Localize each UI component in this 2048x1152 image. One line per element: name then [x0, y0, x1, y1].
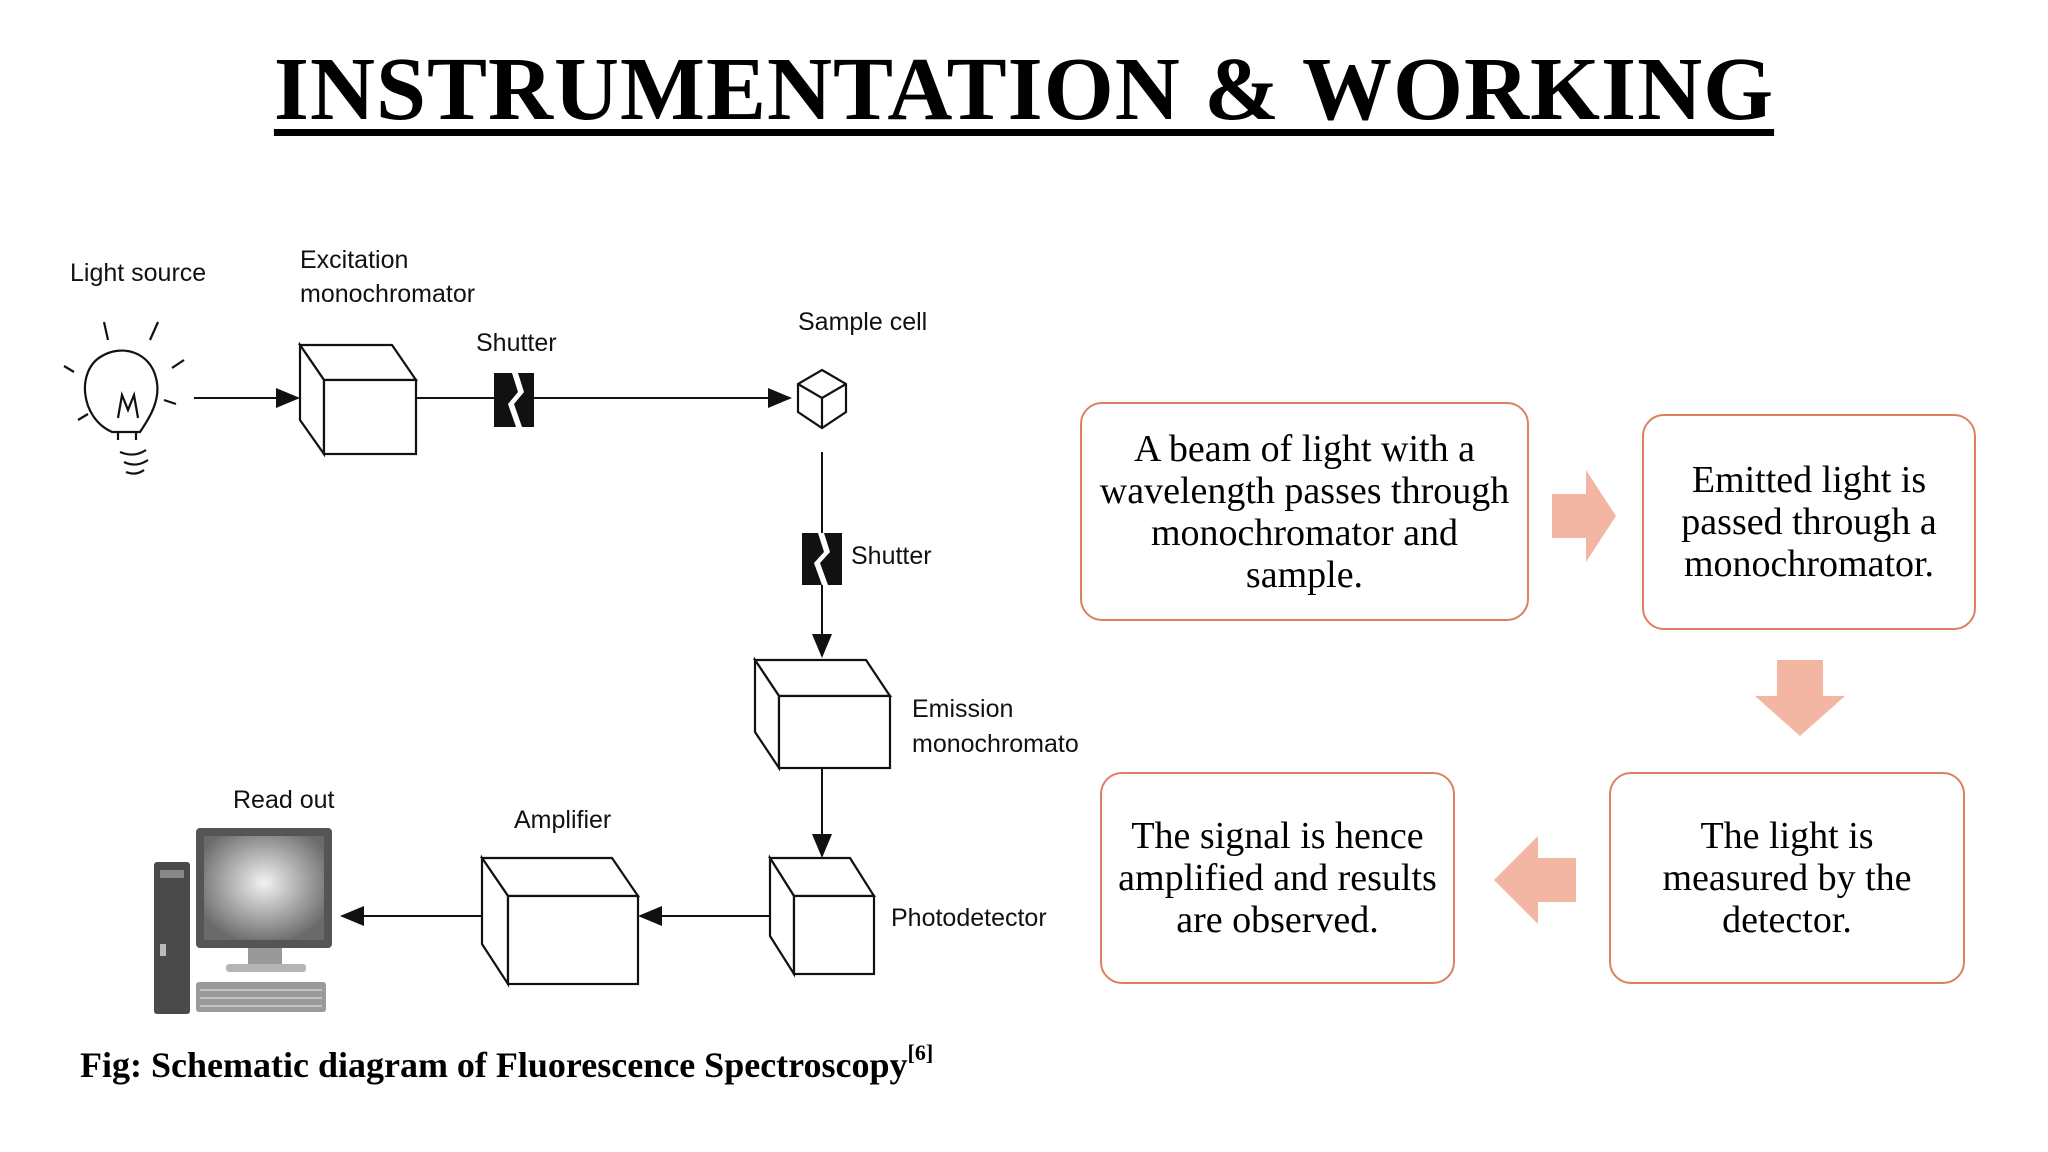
label-emission-monochromator: monochromator [912, 730, 1080, 758]
flow-step-4: The signal is hence amplified and result… [1100, 772, 1455, 984]
schematic-diagram: Light source Excitation monochromator Sh… [63, 246, 1080, 1014]
label-amplifier: Amplifier [514, 806, 611, 834]
label-shutter: Shutter [476, 329, 557, 357]
flow-step-1: A beam of light with a wavelength passes… [1080, 402, 1529, 621]
label-sample-cell: Sample cell [798, 308, 927, 336]
label-photodetector: Photodetector [891, 904, 1047, 932]
sample-cell-cube [796, 368, 848, 430]
label-excitation-monochromator: monochromator [300, 280, 475, 308]
shutter-icon [802, 533, 842, 585]
flow-step-2: Emitted light is passed through a monoch… [1642, 414, 1976, 630]
label-excitation-monochromator: Excitation [300, 246, 408, 274]
arrow-down-icon [1755, 660, 1845, 736]
arrow-left-icon [1494, 836, 1576, 924]
amplifier-box [479, 854, 641, 988]
excitation-monochromator-box [297, 341, 419, 458]
flow-step-3: The light is measured by the detector. [1609, 772, 1965, 984]
shutter-icon [494, 373, 534, 427]
arrow-right-icon [1552, 470, 1616, 562]
caption-reference: [6] [907, 1040, 934, 1065]
photodetector-box [768, 854, 876, 978]
light-bulb-icon [63, 321, 185, 475]
label-shutter: Shutter [851, 542, 932, 570]
label-light-source: Light source [70, 259, 206, 287]
emission-monochromator-box [752, 656, 893, 772]
figure-caption: Fig: Schematic diagram of Fluorescence S… [80, 1040, 934, 1085]
label-emission-monochromator: Emission [912, 695, 1013, 723]
label-read-out: Read out [233, 786, 335, 814]
page-title: INSTRUMENTATION & WORKING [273, 40, 1775, 139]
computer-icon [154, 828, 332, 1014]
